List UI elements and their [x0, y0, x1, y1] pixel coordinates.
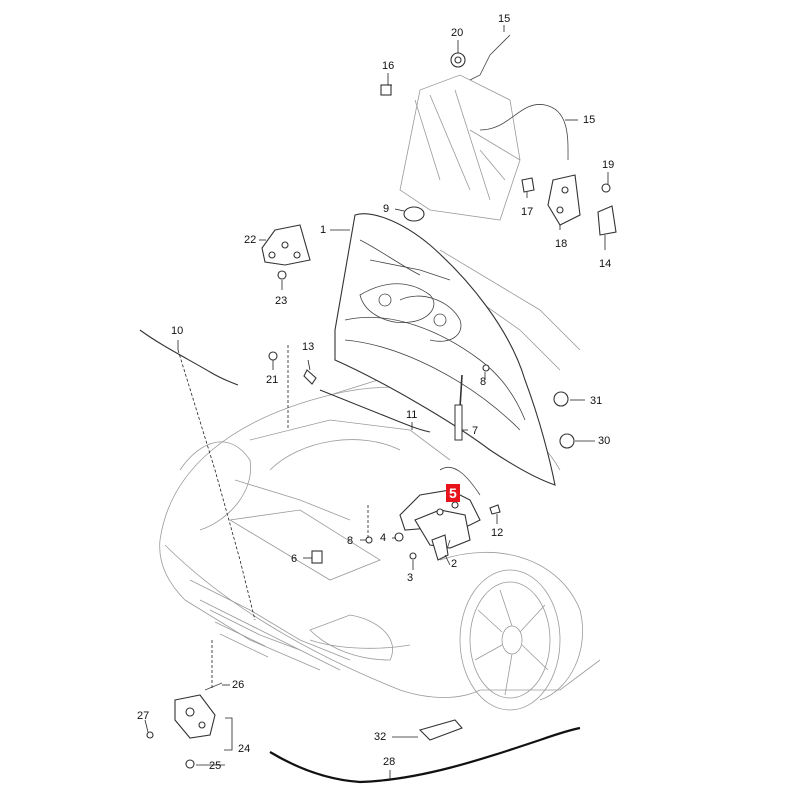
hood-panel — [334, 213, 556, 486]
part-label-4: 4 — [380, 532, 387, 544]
locator-lines — [177, 345, 369, 690]
part-label-31: 31 — [590, 395, 603, 407]
leader-lines — [144, 25, 609, 780]
part-label-30: 30 — [598, 435, 611, 447]
car-body-outline — [159, 249, 601, 701]
screw-27 — [146, 731, 154, 739]
latch-assembly — [399, 489, 481, 556]
part-label-1: 1 — [320, 224, 327, 236]
cable-15-upper — [469, 34, 511, 81]
bracket-2 — [431, 534, 449, 561]
part-label-23: 23 — [275, 295, 288, 307]
part-label-8-upper: 8 — [480, 376, 487, 388]
part-label-14: 14 — [599, 258, 612, 270]
part-label-6: 6 — [291, 553, 298, 565]
part-label-5-highlighted[interactable]: 5 — [446, 484, 460, 502]
clip-25 — [185, 759, 195, 769]
buffer-6 — [311, 550, 323, 564]
cable-segment — [439, 467, 481, 496]
clip-16 — [380, 84, 392, 96]
part-label-3: 3 — [407, 572, 414, 584]
part-label-26: 26 — [232, 679, 245, 691]
part-label-17: 17 — [521, 206, 534, 218]
seal-strip — [139, 329, 239, 386]
part-label-9: 9 — [383, 203, 390, 215]
part-label-15-right: 15 — [583, 114, 596, 126]
part-label-15-top: 15 — [498, 13, 511, 25]
gas-strut — [454, 374, 463, 441]
part-label-12: 12 — [491, 527, 504, 539]
screw-8-upper — [482, 364, 490, 372]
part-label-10: 10 — [171, 325, 184, 337]
part-label-16: 16 — [382, 60, 395, 72]
lower-lock — [174, 694, 216, 739]
screw-3 — [409, 552, 417, 560]
plug-9 — [403, 206, 425, 222]
part-label-27: 27 — [137, 710, 150, 722]
grommet-31 — [553, 391, 569, 407]
part-label-22: 22 — [244, 234, 257, 246]
nut-4 — [394, 532, 404, 542]
part-label-7: 7 — [472, 425, 479, 437]
part-label-19: 19 — [602, 159, 615, 171]
screw-8-lower — [365, 536, 373, 544]
bumper-grille — [209, 609, 411, 658]
clip-12 — [489, 504, 501, 515]
front-wheel — [459, 569, 561, 711]
part-label-2: 2 — [451, 558, 458, 570]
hinge-right — [547, 174, 581, 226]
part-label-8-lower: 8 — [347, 535, 354, 547]
bolt-26 — [204, 682, 223, 691]
part-label-25: 25 — [209, 760, 222, 772]
hinge-left — [261, 224, 311, 266]
seal-strip-front — [319, 389, 431, 433]
cable-15-lower — [479, 104, 569, 161]
bracket-32 — [418, 719, 463, 741]
part-label-21: 21 — [266, 374, 279, 386]
part-label-13: 13 — [302, 341, 315, 353]
bolt-19 — [601, 183, 611, 193]
part-label-24: 24 — [238, 743, 251, 755]
grommet-30 — [559, 433, 575, 449]
clip-17 — [521, 177, 535, 193]
cover-14 — [597, 205, 617, 236]
nut-23 — [277, 270, 287, 280]
part-label-11: 11 — [406, 409, 418, 421]
buffer-21 — [268, 351, 278, 361]
part-label-32: 32 — [374, 731, 387, 743]
part-label-28: 28 — [383, 756, 396, 768]
cowl-structure — [399, 74, 521, 221]
release-cable — [269, 726, 581, 784]
part-label-20: 20 — [451, 27, 464, 39]
buffer-13 — [303, 369, 317, 385]
part-label-18: 18 — [555, 238, 568, 250]
